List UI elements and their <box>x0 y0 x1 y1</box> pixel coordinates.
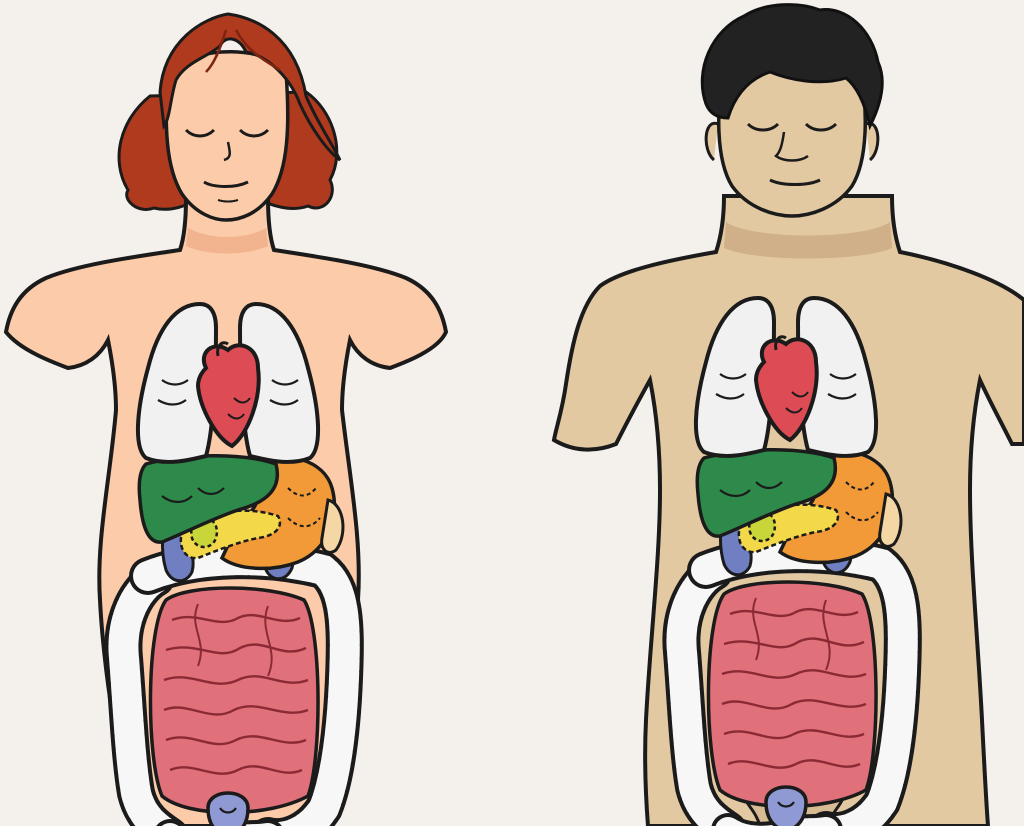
male-right-ear <box>866 123 878 160</box>
male-left-ear <box>706 123 718 160</box>
male-figure <box>554 5 1024 826</box>
female-face <box>166 52 288 220</box>
female-figure <box>6 14 446 826</box>
female-organs <box>123 304 344 826</box>
male-organs <box>681 298 902 826</box>
